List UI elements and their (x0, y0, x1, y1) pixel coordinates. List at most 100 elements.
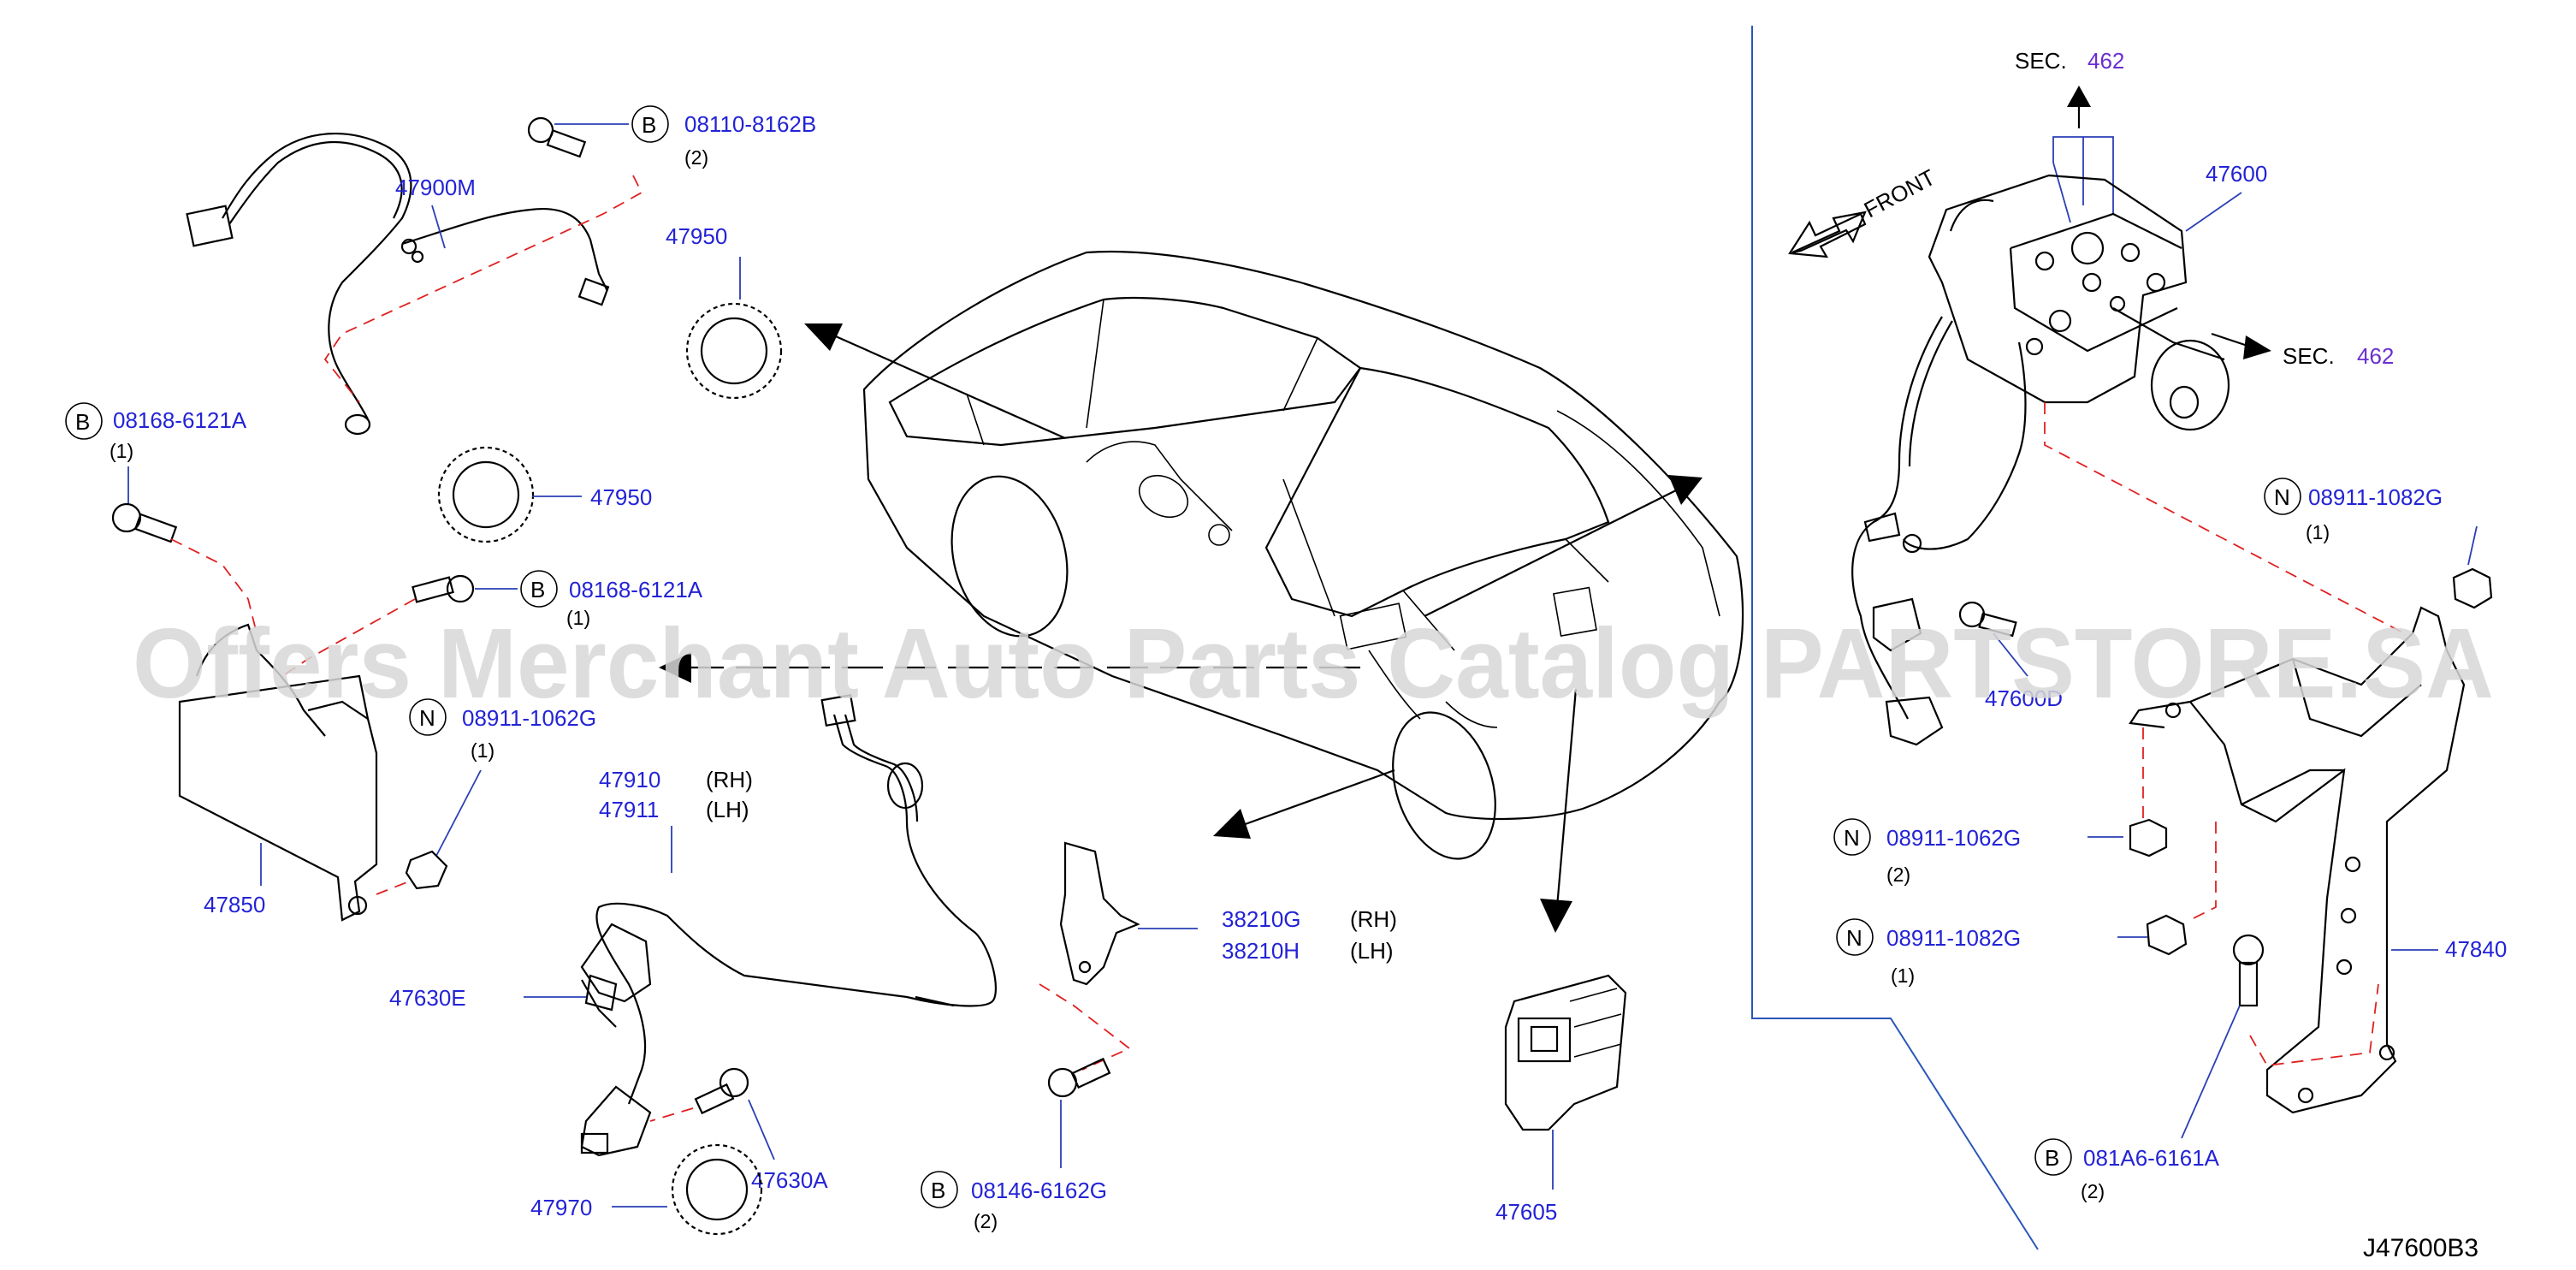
qty-08911-1062g-a: (1) (471, 739, 494, 762)
abs-actuator-47600 (1928, 174, 2230, 431)
tone-ring-47950-b (437, 446, 535, 543)
part-47950-b: 47950 (590, 484, 652, 510)
sec-ref-1-prefix: SEC. (2015, 48, 2067, 74)
part-08911-1062g-a: 08911-1062G (462, 705, 596, 731)
location-arrows (659, 323, 1703, 933)
part-08146-6162g: 08146-6162G (971, 1178, 1107, 1203)
qty-08168-6121a-b: (1) (566, 607, 590, 629)
label-38210g-rh: (RH) (1350, 906, 1397, 932)
phantom-line-harness (323, 175, 643, 403)
part-47950-a: 47950 (666, 223, 727, 249)
symbol-n-4: N (1846, 925, 1862, 951)
part-08110-8162b: 08110-8162B (684, 111, 816, 137)
circle-n-1 (409, 698, 447, 736)
qty-08911-1082g-a: (1) (2306, 521, 2330, 543)
panel-separator-line (1751, 26, 2039, 1250)
qty-08168-6121a-a: (1) (110, 440, 133, 462)
leader-47600d (1993, 632, 2028, 677)
phantom-line-47850-c (376, 881, 410, 895)
sec-2-arrow-line (2211, 332, 2251, 348)
phantom-line-sensor (649, 1107, 694, 1122)
symbol-n-3: N (1844, 825, 1860, 851)
part-47910: 47910 (599, 767, 660, 792)
part-47600: 47600 (2206, 161, 2267, 187)
part-08168-6121a-b: 08168-6121A (569, 577, 703, 602)
qty-08110-8162b: (2) (684, 146, 708, 169)
part-08911-1082g-b: 08911-1082G (1886, 925, 2021, 951)
diagram-code: J47600B3 (2363, 1234, 2478, 1262)
symbol-b-5: B (2045, 1145, 2059, 1171)
circle-b-4 (921, 1171, 958, 1208)
leader-47600 (2185, 192, 2242, 232)
leader-081a6-6161a (2181, 1005, 2241, 1139)
front-label: FRONT (1860, 164, 1939, 223)
nut-08911-1082g-b (2146, 914, 2188, 956)
arrow-sec-1-head (2067, 86, 2091, 107)
circle-n-2 (2264, 478, 2301, 515)
sec-2-arrow-head (2243, 335, 2271, 359)
leader-08911-1082g-a (2467, 525, 2478, 566)
part-47605: 47605 (1495, 1199, 1557, 1225)
label-38210h-lh: (LH) (1350, 938, 1394, 964)
qty-08911-1062g-b: (2) (1886, 863, 1910, 886)
sec-ref-2-number: 462 (2357, 343, 2394, 369)
symbol-b-3: B (530, 577, 545, 602)
part-47630e: 47630E (389, 985, 466, 1011)
part-47850: 47850 (204, 892, 265, 917)
phantom-line-actuator (2044, 402, 2405, 634)
circle-b-2 (65, 402, 103, 440)
part-47900m: 47900M (395, 175, 476, 200)
phantom-line-47850-a (170, 538, 258, 634)
label-47910-rh: (RH) (706, 767, 753, 792)
bracket-47850 (178, 623, 378, 922)
phantom-line-nuts (2142, 727, 2217, 921)
leader-08911-1062g-a (435, 769, 482, 857)
symbol-n-1: N (419, 705, 435, 731)
tone-ring-47970 (671, 1143, 763, 1236)
part-081a6-6161a: 081A6-6161A (2083, 1145, 2220, 1171)
part-08168-6121a-a: 08168-6121A (113, 407, 247, 433)
qty-08146-6162g: (2) (974, 1210, 998, 1232)
circle-b-5 (2034, 1138, 2072, 1176)
phantom-line-bracket (2249, 983, 2379, 1066)
part-47970: 47970 (530, 1195, 592, 1220)
circle-b-1 (631, 105, 669, 143)
bolt-08110-8162b (527, 116, 587, 158)
wheel-sensor-47910 (580, 694, 997, 1157)
nut-08911-1062g-a (405, 850, 448, 890)
label-47911-lh: (LH) (706, 797, 749, 822)
symbol-b-4: B (931, 1178, 945, 1203)
symbol-b-1: B (642, 112, 656, 138)
bracket-47840 (2129, 606, 2466, 1114)
part-47630a: 47630A (751, 1167, 828, 1193)
part-38210g: 38210G (1222, 906, 1301, 932)
part-47840: 47840 (2445, 936, 2507, 962)
bolt-08146-6162g (1047, 1057, 1111, 1098)
part-47911: 47911 (599, 797, 659, 822)
nut-08911-1082g-a (2452, 567, 2493, 609)
leader-47630a (748, 1099, 775, 1160)
bracket-38210g (1059, 841, 1140, 986)
circle-n-4 (1836, 918, 1874, 956)
circle-b-3 (520, 570, 558, 608)
clip-47630e (584, 974, 618, 1012)
part-08911-1062g-b: 08911-1062G (1886, 825, 2021, 851)
bolt-47600d (1958, 601, 2017, 638)
vehicle-outline (862, 250, 1744, 860)
sensor-harness-47900m (186, 132, 610, 436)
front-arrow (1788, 211, 1867, 258)
bolt-47630a (694, 1067, 749, 1115)
sec-ref-2-prefix: SEC. (2283, 343, 2335, 369)
bolt-08168-6121a-b (412, 574, 475, 603)
bolt-081a6-6161a (2232, 934, 2265, 1007)
bolt-08168-6121a-a (111, 502, 178, 543)
part-47600d: 47600D (1985, 685, 2063, 711)
qty-081a6-6161a: (2) (2081, 1180, 2105, 1202)
tone-ring-47950-a (685, 302, 783, 400)
qty-08911-1082g-b: (1) (1891, 964, 1915, 987)
watermark-text: Offers Merchant Auto Parts Catalog PARTS… (133, 608, 2494, 719)
phantom-line-47850-b (281, 598, 416, 677)
part-08911-1082g-a: 08911-1082G (2308, 484, 2443, 510)
actuator-harness (1851, 316, 2027, 746)
sec-ref-1-number: 462 (2087, 48, 2124, 74)
